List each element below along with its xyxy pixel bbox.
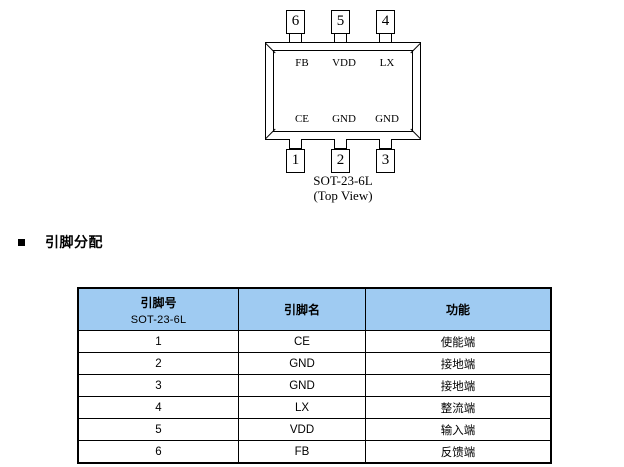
cell-pin-number: 6: [77, 440, 239, 464]
pin-box-3: 3: [376, 149, 395, 173]
header-pin-number: 引脚号 SOT-23-6L: [77, 287, 239, 331]
table-row: 1 CE 使能端: [77, 330, 552, 353]
cell-pin-number: 1: [77, 330, 239, 353]
pin-label-fb: FB: [295, 57, 309, 69]
pin-box-6: 6: [286, 10, 305, 34]
cell-pin-name: CE: [238, 330, 366, 353]
page-title: 引脚分配: [45, 234, 103, 250]
table-row: 6 FB 反馈端: [77, 440, 552, 464]
package-caption-line-2: (Top View): [313, 188, 373, 203]
bevel-bottom-left: [266, 128, 277, 139]
header-pin-number-subtitle: SOT-23-6L: [130, 313, 187, 326]
pin-label-vdd: VDD: [332, 57, 356, 69]
cell-function: 使能端: [365, 330, 552, 353]
package-caption: SOT-23-6L (Top View): [262, 173, 424, 203]
package-caption-line-1: SOT-23-6L: [313, 173, 373, 188]
cell-function: 接地端: [365, 352, 552, 375]
pin-assignment-table: 引脚号 SOT-23-6L 引脚名 功能 1 CE 使能端 2 GND 接地端 …: [77, 287, 552, 464]
header-pin-name: 引脚名: [238, 287, 366, 331]
table-row: 5 VDD 输入端: [77, 418, 552, 441]
pin-lead-1: [289, 139, 302, 149]
square-bullet-icon: [18, 238, 25, 246]
table-row: 2 GND 接地端: [77, 352, 552, 375]
cell-function: 接地端: [365, 374, 552, 397]
cell-pin-name: GND: [238, 374, 366, 397]
package-body: FB VDD LX CE GND GND: [265, 42, 421, 140]
pin-label-gnd-3: GND: [375, 113, 399, 125]
pin-box-4: 4: [376, 10, 395, 34]
bevel-top-left: [266, 43, 277, 54]
pin-box-5: 5: [331, 10, 350, 34]
cell-pin-number: 3: [77, 374, 239, 397]
section-heading: 引脚分配: [18, 232, 103, 252]
cell-function: 整流端: [365, 396, 552, 419]
pin-label-ce: CE: [294, 113, 310, 125]
cell-function: 反馈端: [365, 440, 552, 464]
table-header-row: 引脚号 SOT-23-6L 引脚名 功能: [77, 287, 552, 331]
bevel-top-right: [409, 43, 420, 54]
cell-pin-name: FB: [238, 440, 366, 464]
table-row: 4 LX 整流端: [77, 396, 552, 419]
pin-lead-2: [334, 139, 347, 149]
header-function: 功能: [365, 287, 552, 331]
cell-pin-name: VDD: [238, 418, 366, 441]
table-row: 3 GND 接地端: [77, 374, 552, 397]
header-pin-number-title: 引脚号: [140, 295, 177, 310]
cell-pin-number: 2: [77, 352, 239, 375]
cell-pin-number: 4: [77, 396, 239, 419]
cell-function: 输入端: [365, 418, 552, 441]
cell-pin-name: LX: [238, 396, 366, 419]
pin-lead-3: [379, 139, 392, 149]
cell-pin-number: 5: [77, 418, 239, 441]
pin-label-lx: LX: [379, 57, 395, 69]
bevel-bottom-right: [409, 128, 420, 139]
pin-label-gnd-2: GND: [332, 113, 356, 125]
pin-box-2: 2: [331, 149, 350, 173]
package-diagram: 6 5 4 FB VDD LX CE GND GND 1 2 3 SOT-23-…: [262, 4, 442, 204]
cell-pin-name: GND: [238, 352, 366, 375]
pin-box-1: 1: [286, 149, 305, 173]
package-body-inner-outline: [273, 50, 413, 132]
